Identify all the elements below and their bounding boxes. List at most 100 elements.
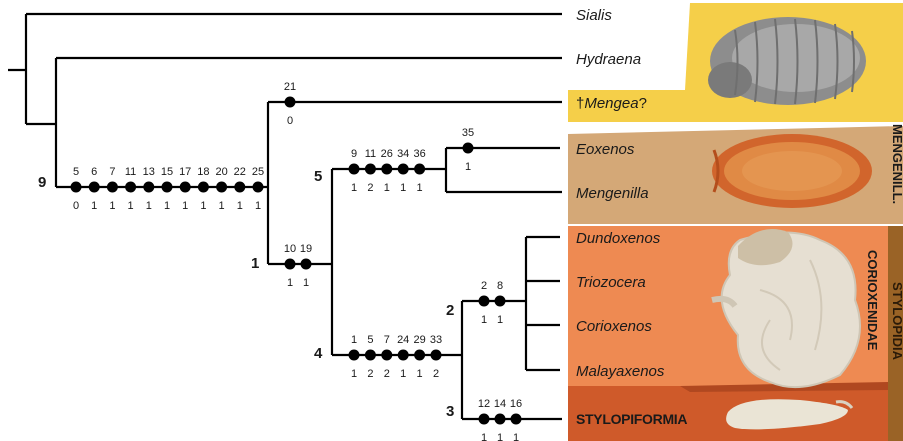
- character-number: 24: [397, 334, 409, 346]
- character-state: 1: [91, 200, 97, 212]
- taxon-mengenilla: Mengenilla: [576, 185, 649, 202]
- character-state: 1: [237, 200, 243, 212]
- character-dot: [161, 181, 173, 193]
- character-state: 1: [255, 200, 261, 212]
- node-labels: 9 1 5 4 2 3: [38, 168, 454, 420]
- character-state: 1: [400, 182, 406, 194]
- node-label-9: 9: [38, 174, 46, 191]
- taxon-sialis: Sialis: [576, 7, 612, 24]
- character-dot: [364, 163, 376, 175]
- character-number: 33: [430, 334, 442, 346]
- character-state: 1: [303, 277, 309, 289]
- taxon-corioxenos: Corioxenos: [576, 318, 652, 335]
- character-number: 10: [284, 243, 296, 255]
- character-dot: [381, 349, 393, 361]
- character-number: 7: [384, 334, 390, 346]
- character-state: 1: [497, 314, 503, 326]
- character-number: 9: [351, 148, 357, 160]
- character-number: 15: [161, 166, 173, 178]
- character-number: 1: [351, 334, 357, 346]
- taxon-triozocera: Triozocera: [576, 274, 646, 291]
- character-state: 1: [465, 161, 471, 173]
- character-state: 1: [351, 182, 357, 194]
- taxon-stylopiformia: STYLOPIFORMIA: [576, 411, 687, 427]
- character-dot: [234, 181, 246, 193]
- character-dot: [348, 163, 360, 175]
- character-number: 26: [381, 148, 393, 160]
- character-number: 18: [197, 166, 209, 178]
- character-state: 1: [182, 200, 188, 212]
- character-state: 1: [146, 200, 152, 212]
- character-state: 1: [128, 200, 134, 212]
- character-number: 36: [413, 148, 425, 160]
- node-label-4: 4: [314, 345, 323, 362]
- character-dot: [284, 96, 296, 108]
- mengea-question: ?: [639, 95, 647, 112]
- group-mengenill: MENGENILL.: [890, 124, 903, 204]
- character-dot: [197, 181, 209, 193]
- character-state: 2: [367, 368, 373, 380]
- group-labels: MENGENILL. CORIOXENIDAE STYLOPIDIA: [865, 124, 903, 361]
- taxon-mengea: †Mengea?: [576, 95, 647, 112]
- character-dot: [494, 413, 506, 425]
- character-state: 0: [287, 115, 293, 127]
- character-number: 5: [73, 166, 79, 178]
- character-dot: [414, 349, 426, 361]
- character-number: 17: [179, 166, 191, 178]
- character-dot: [430, 349, 442, 361]
- character-number: 6: [91, 166, 97, 178]
- character-dot: [510, 413, 522, 425]
- character-state: 1: [497, 432, 503, 441]
- character-dot: [143, 181, 155, 193]
- group-stylopidia: STYLOPIDIA: [890, 282, 903, 361]
- character-number: 21: [284, 81, 296, 93]
- character-dot: [397, 349, 409, 361]
- character-groups: 5061711111311511711812012212511011919111…: [70, 148, 522, 441]
- tree-branches: [8, 12, 562, 421]
- taxon-dundoxenos: Dundoxenos: [576, 230, 661, 247]
- extinct-dagger: †: [576, 95, 584, 112]
- character-dot: [478, 295, 490, 307]
- character-number: 25: [252, 166, 264, 178]
- character-state: 1: [400, 368, 406, 380]
- taxon-hydraena: Hydraena: [576, 51, 641, 68]
- character-state: 0: [73, 200, 79, 212]
- character-dot: [381, 163, 393, 175]
- character-dot: [284, 258, 296, 270]
- character-number: 8: [497, 280, 503, 292]
- character-dot: [88, 181, 100, 193]
- character-dot: [348, 349, 360, 361]
- character-number: 11: [125, 166, 136, 178]
- taxon-labels: Sialis Hydraena †Mengea? Eoxenos Mengeni…: [576, 7, 688, 427]
- character-dot: [106, 181, 118, 193]
- character-state: 2: [384, 368, 390, 380]
- character-state: 1: [417, 368, 423, 380]
- character-dot: [478, 413, 490, 425]
- character-state: 1: [109, 200, 115, 212]
- character-number: 5: [367, 334, 373, 346]
- character-number: 7: [109, 166, 115, 178]
- character-dot: [462, 142, 474, 154]
- specimen-pale-elongate-icon: [726, 399, 854, 430]
- character-number: 35: [462, 127, 474, 139]
- specimen-grey-larva-icon: [708, 17, 866, 105]
- mengea-name: Mengea: [584, 95, 638, 112]
- character-dot: [300, 258, 312, 270]
- character-state: 1: [513, 432, 519, 441]
- character-number: 16: [510, 398, 522, 410]
- character-dot: [414, 163, 426, 175]
- character-state: 1: [481, 314, 487, 326]
- node-label-5: 5: [314, 168, 322, 185]
- character-state: 1: [219, 200, 225, 212]
- yellow-band-notch: [685, 3, 690, 90]
- specimen-orange-larva-icon: [712, 134, 872, 208]
- character-number: 13: [143, 166, 155, 178]
- character-state: 1: [417, 182, 423, 194]
- character-number: 11: [365, 148, 376, 160]
